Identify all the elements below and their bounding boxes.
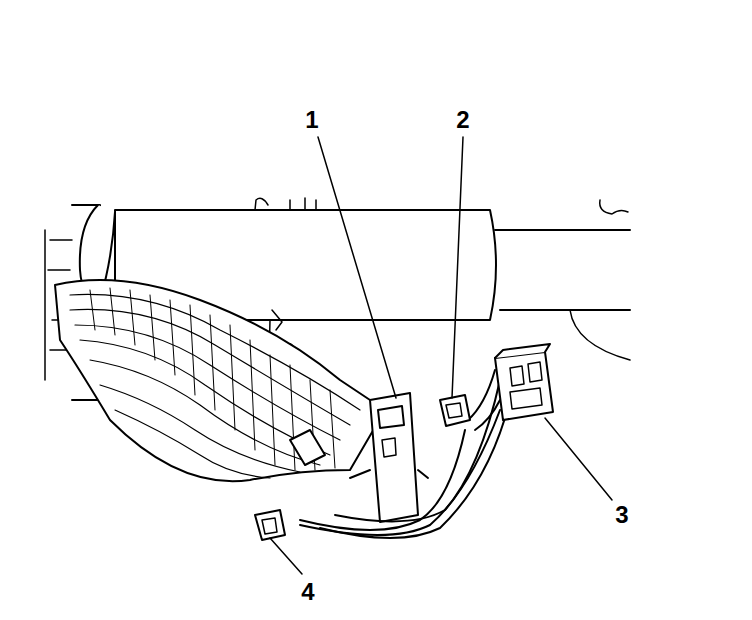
leader-line — [452, 137, 463, 398]
leader-line — [318, 137, 396, 398]
callout-number: 1 — [305, 108, 318, 132]
callout-number: 4 — [301, 580, 314, 604]
leader-line — [545, 418, 612, 500]
callout-number: 2 — [456, 108, 469, 132]
callout-number: 3 — [615, 503, 628, 527]
leader-line — [270, 538, 302, 574]
